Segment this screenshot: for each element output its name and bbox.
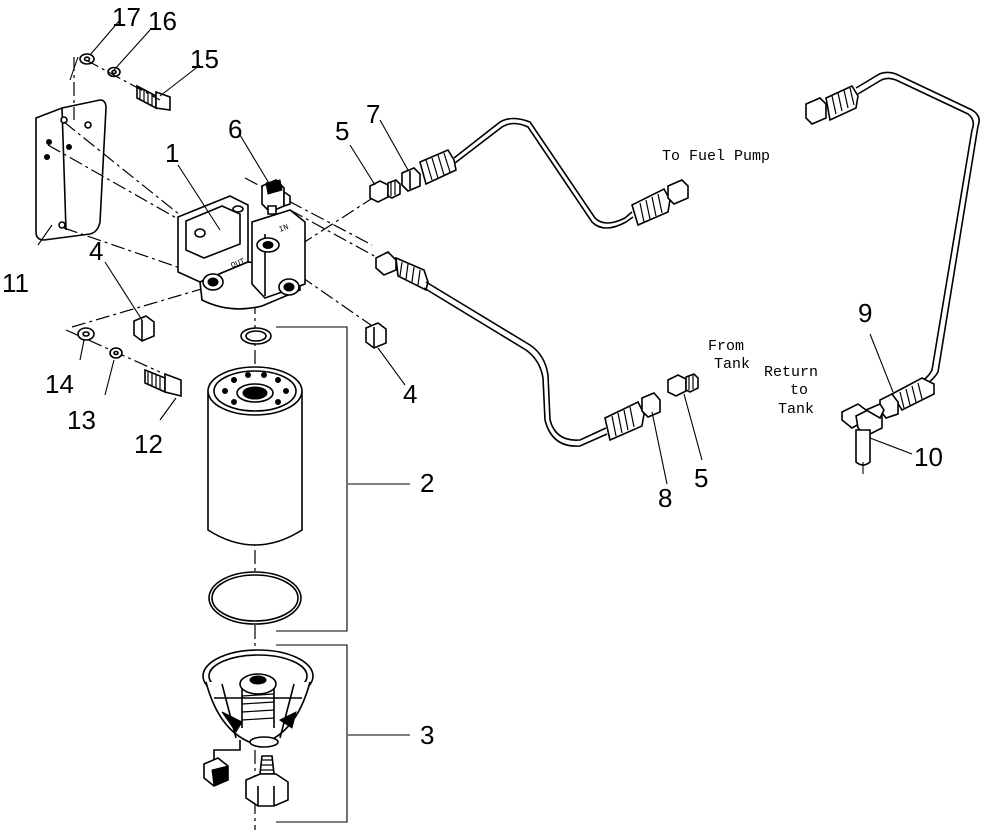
label-16: 16 (148, 6, 177, 36)
elbow-fitting-6 (261, 179, 291, 215)
label-6: 6 (228, 114, 242, 144)
note-from-tank-line2: Tank (714, 356, 750, 373)
filter-holes (222, 372, 289, 405)
label-1: 1 (165, 138, 179, 168)
hose-fitting-9 (879, 377, 935, 419)
connector-5-upper (369, 179, 401, 203)
washer-14 (77, 327, 95, 341)
drain-plug (203, 757, 229, 787)
flow-notes: To Fuel Pump From Tank Return to Tank (662, 148, 818, 418)
lockwasher-16 (107, 66, 121, 78)
seal-ring (240, 327, 272, 345)
part-number-labels: 17 16 15 1 6 5 7 11 4 4 14 13 12 2 3 8 5… (2, 2, 943, 750)
bolt-15 (136, 84, 171, 111)
lockwasher-13 (109, 347, 123, 359)
filter-head: OUT IN (177, 195, 306, 310)
leader-lines (37, 19, 913, 736)
note-return-line1: Return (764, 364, 818, 381)
hose-end-top-right (805, 84, 859, 125)
bolt-12 (144, 368, 182, 398)
drain-valve (245, 755, 289, 807)
separator-bowl (202, 649, 314, 762)
filter-element (207, 366, 303, 546)
in-marking: IN (278, 223, 290, 235)
label-4-left: 4 (89, 236, 103, 266)
label-4-right: 4 (403, 379, 417, 409)
hose-end-upper-left (375, 251, 429, 292)
connector-5-lower (667, 373, 699, 397)
label-2: 2 (420, 468, 434, 498)
mounting-bracket (35, 99, 107, 241)
label-10: 10 (914, 442, 943, 472)
label-17: 17 (112, 2, 141, 32)
label-14: 14 (45, 369, 74, 399)
label-7: 7 (366, 99, 380, 129)
label-5-lower: 5 (694, 463, 708, 493)
washer-17 (79, 53, 95, 65)
bracket-3 (276, 644, 348, 823)
label-9: 9 (858, 298, 872, 328)
label-8: 8 (658, 483, 672, 513)
return-hose (855, 71, 980, 387)
note-from-tank-line1: From (708, 338, 744, 355)
bracket-2 (276, 326, 348, 632)
plug-4-right (365, 322, 387, 349)
o-ring (208, 571, 302, 625)
hose-fitting-7 (401, 148, 457, 192)
hose-fitting-8 (604, 392, 661, 442)
plug-4-left (133, 315, 155, 342)
hose-to-fuel-pump (453, 117, 633, 224)
hose-from-tank (425, 281, 607, 441)
label-5-upper: 5 (335, 116, 349, 146)
label-12: 12 (134, 429, 163, 459)
hose-end-to-fuel-pump (631, 179, 689, 227)
note-return-line2: to (790, 382, 808, 399)
note-return-line3: Tank (778, 401, 814, 418)
note-to-fuel-pump: To Fuel Pump (662, 148, 770, 165)
label-11: 11 (2, 268, 29, 298)
tee-fitting-10 (841, 403, 885, 474)
label-3: 3 (420, 720, 434, 750)
label-15: 15 (190, 44, 219, 74)
label-13: 13 (67, 405, 96, 435)
